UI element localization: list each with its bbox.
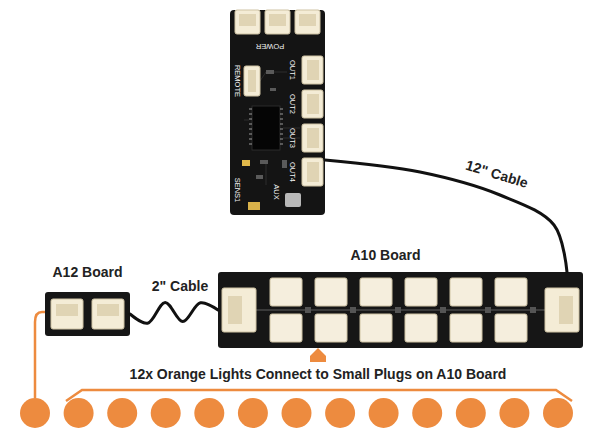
cable-label: 12" Cable: [462, 156, 532, 191]
connector-label: OUT4: [288, 162, 297, 182]
connector-label: REMOTE: [233, 65, 242, 97]
a12-board: A12 Board: [45, 292, 130, 336]
board-label: A12 Board: [52, 264, 122, 280]
light-wire: [35, 312, 45, 398]
connector-label: OUT2: [288, 94, 297, 114]
connector-label: AUX: [272, 184, 281, 199]
annotation: 12x Orange Lights Connect to Small Plugs…: [130, 366, 507, 382]
connector-label: OUT3: [288, 128, 297, 148]
a12-board: [45, 292, 130, 336]
up-arrow: [310, 348, 326, 362]
bracket: [66, 390, 572, 401]
connector-label: OUT1: [288, 60, 297, 80]
connector-label: SENS1: [233, 178, 242, 203]
cable-label: 2" Cable: [150, 278, 210, 294]
board-label: A10 Board: [350, 247, 420, 263]
connector-label: POWER: [256, 42, 284, 51]
controller-board: POWER REMOTE OUT1OUT2OUT3OUT4SENS1 AUX: [230, 10, 325, 215]
a10-board: A10 Board: [218, 272, 583, 348]
cable: [130, 302, 218, 323]
orange-lights: [20, 398, 573, 428]
a10-board: [218, 272, 583, 348]
controller-board: [230, 10, 325, 215]
